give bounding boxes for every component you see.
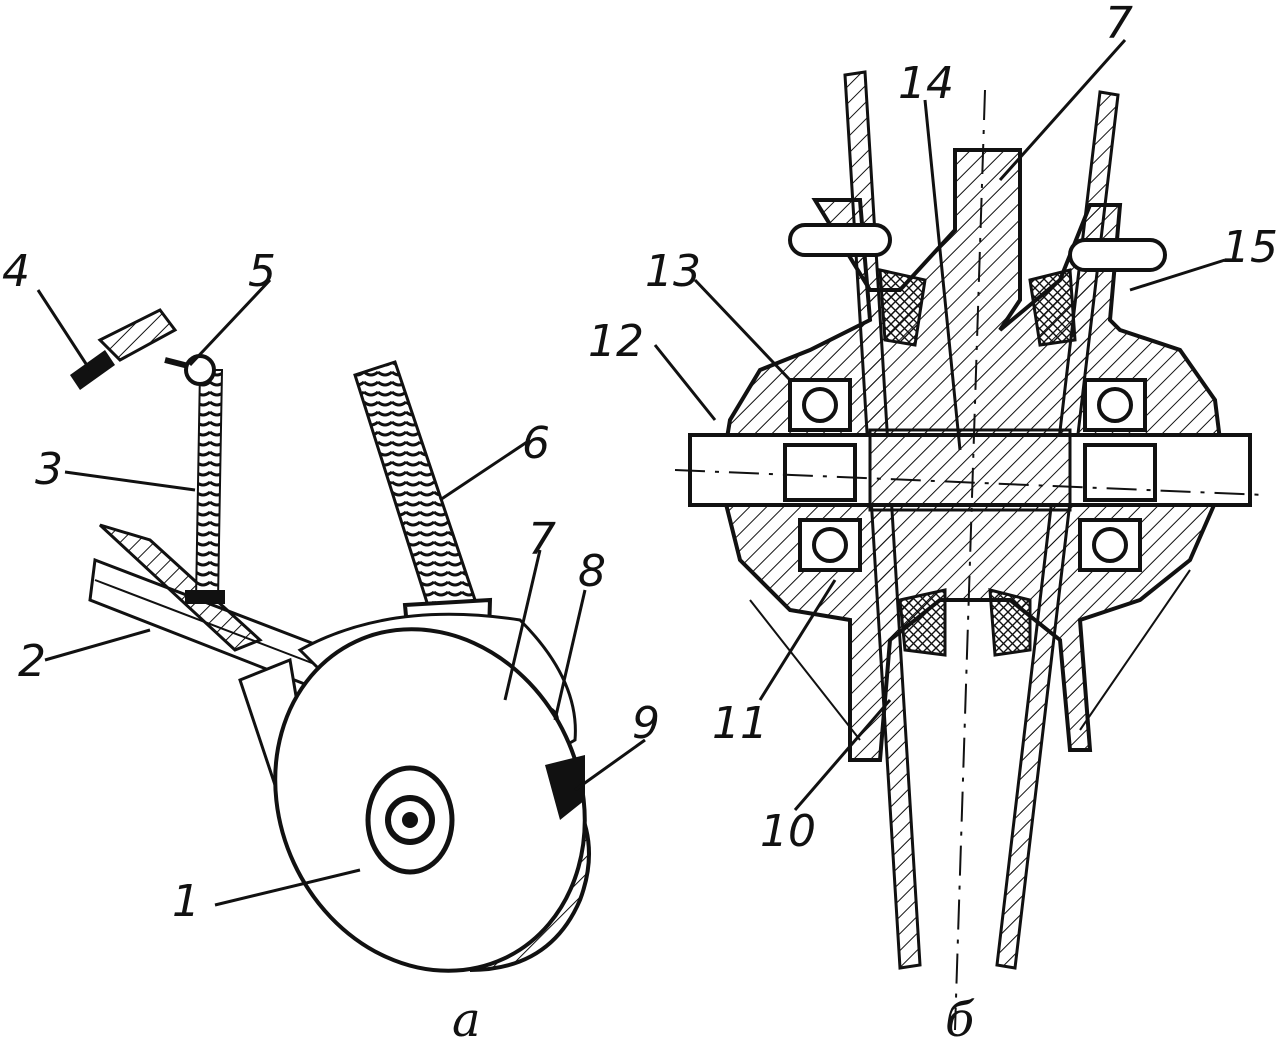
leader-lines-b xyxy=(653,39,1226,811)
callout-7-a: 7 xyxy=(528,514,556,565)
view-b-hub-cross-section xyxy=(653,39,1266,1031)
coulter-disc xyxy=(273,627,591,973)
callout-3: 3 xyxy=(35,444,63,495)
callout-6: 6 xyxy=(522,418,550,469)
callout-13: 13 xyxy=(645,246,701,297)
view-a-disc-coulter-assembly xyxy=(36,278,646,973)
end-bolts xyxy=(783,443,1157,502)
callout-15: 15 xyxy=(1222,222,1278,273)
leader-lines-a xyxy=(36,278,646,907)
adjusting-bracket xyxy=(70,308,216,390)
seals xyxy=(878,268,1077,657)
cone-lines xyxy=(749,569,1191,741)
callout-1: 1 xyxy=(172,876,200,927)
rivets xyxy=(788,223,1167,272)
callout-2: 2 xyxy=(18,636,46,687)
caption-a: а xyxy=(452,992,481,1048)
callout-4: 4 xyxy=(2,246,30,297)
callout-5: 5 xyxy=(248,246,276,297)
callout-10: 10 xyxy=(760,806,816,857)
callout-14: 14 xyxy=(898,58,954,109)
caption-b: б xyxy=(945,992,975,1048)
callout-8: 8 xyxy=(578,546,606,597)
callout-12: 12 xyxy=(588,316,644,367)
callout-9: 9 xyxy=(632,698,660,749)
callout-7-b: 7 xyxy=(1105,0,1133,49)
callout-11: 11 xyxy=(712,698,768,749)
scraper xyxy=(545,755,585,820)
pressure-spring-rod xyxy=(164,357,225,604)
bearings xyxy=(788,378,1147,572)
centre-lines xyxy=(674,89,1266,1031)
